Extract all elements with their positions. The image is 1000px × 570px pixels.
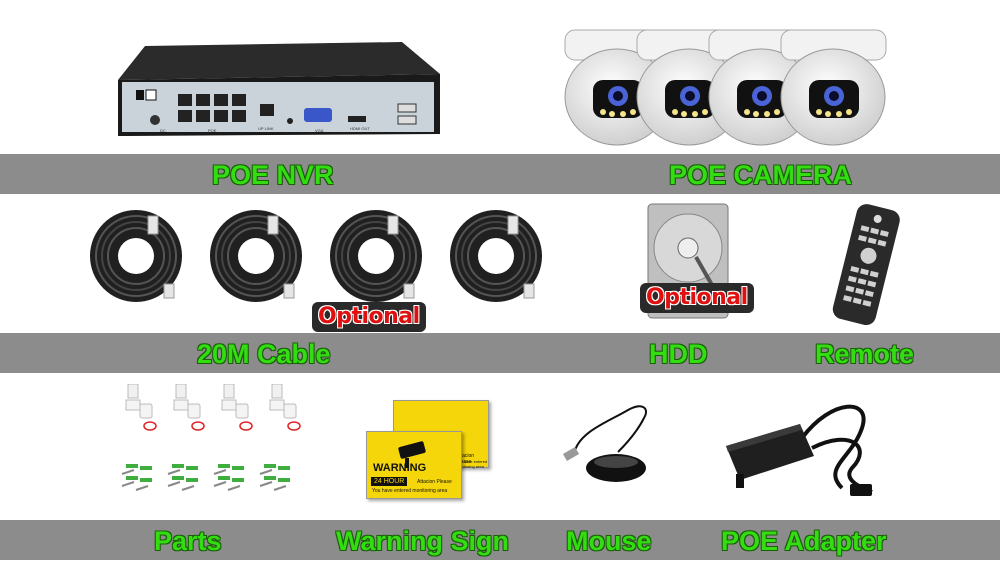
label-parts: Parts bbox=[154, 526, 222, 556]
label-hdd: HDD bbox=[649, 339, 708, 369]
warning-sign-hours: 24 HOUR bbox=[371, 477, 408, 486]
camera-warning-icon bbox=[398, 441, 426, 468]
nvr-port-poe: POE bbox=[208, 128, 217, 133]
nvr-port-uplink: UP LINK bbox=[258, 126, 274, 131]
warning-sign-title: WARNING bbox=[373, 462, 427, 474]
label-warning-sign: Warning Sign bbox=[336, 526, 509, 556]
label-mouse: Mouse bbox=[566, 526, 652, 556]
remote-image bbox=[832, 204, 900, 325]
nvr-port-hdmi: HDMI OUT bbox=[350, 126, 370, 131]
warning-sign-front: WARNING 24 HOUR Attacion Please You have… bbox=[366, 431, 462, 499]
camera-group-image bbox=[564, 29, 887, 146]
nvr-image bbox=[118, 42, 440, 136]
nvr-port-vga: VGA bbox=[315, 128, 324, 133]
label-cable: 20M Cable bbox=[197, 339, 331, 369]
label-band-row-3 bbox=[0, 520, 1000, 560]
nvr-port-dc: DC bbox=[160, 128, 166, 133]
parts-image bbox=[121, 384, 301, 491]
adapter-image bbox=[726, 404, 873, 496]
label-remote: Remote bbox=[815, 339, 915, 369]
cable-coils-image bbox=[89, 209, 543, 303]
label-poe-nvr: POE NVR bbox=[212, 160, 334, 190]
warning-sign-note-2: You have entered monitoring area bbox=[372, 488, 448, 494]
warning-sign-back-small-2: You have entered monitoring area bbox=[456, 459, 488, 469]
label-band-row-1 bbox=[0, 154, 1000, 194]
warning-sign-back-small-1: Attacion Please bbox=[456, 453, 475, 465]
label-poe-camera: POE CAMERA bbox=[669, 160, 853, 190]
hdd-optional-badge: Optional bbox=[640, 283, 754, 313]
mouse-image bbox=[562, 405, 647, 482]
label-poe-adapter: POE Adapter bbox=[721, 526, 887, 556]
label-band-row-2 bbox=[0, 333, 1000, 373]
cable-optional-badge: Optional bbox=[312, 302, 426, 332]
warning-sign-note-1: Attacion Please bbox=[417, 479, 452, 485]
